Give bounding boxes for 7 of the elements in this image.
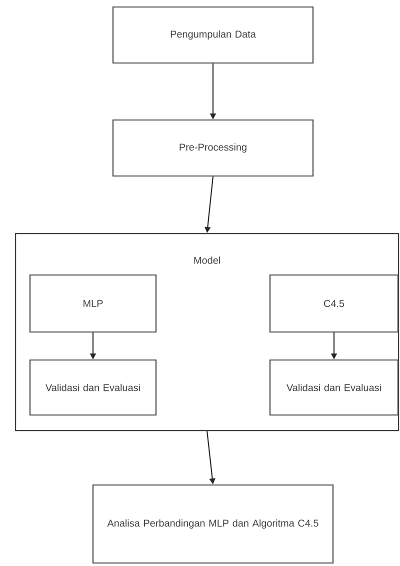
process-box: MLP [29, 274, 157, 333]
process-box: C4.5 [269, 274, 399, 333]
process-box: Validasi dan Evaluasi [29, 359, 157, 416]
process-box: Pre-Processing [112, 119, 314, 177]
process-box: Validasi dan Evaluasi [269, 359, 399, 416]
process-box: Pengumpulan Data [112, 6, 314, 64]
process-box: Analisa Perbandingan MLP dan Algoritma C4.5 [92, 484, 334, 564]
